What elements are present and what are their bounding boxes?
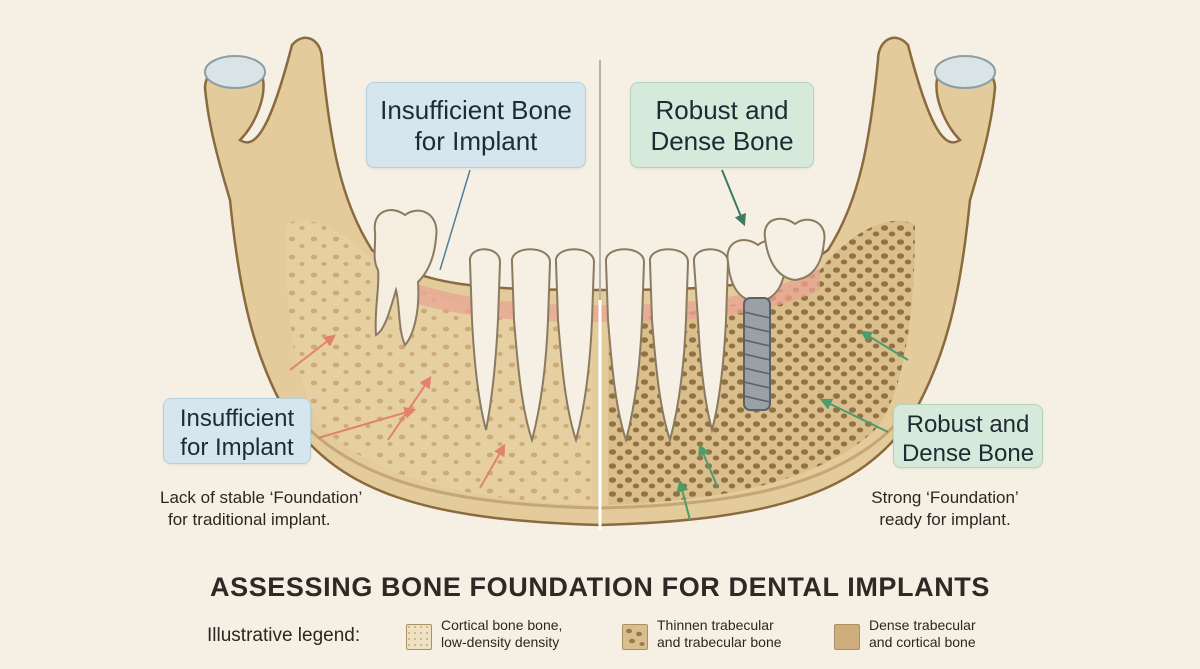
callout-line: Insufficient <box>179 405 295 432</box>
callout-line: Dense Bone <box>650 126 794 157</box>
legend-swatch-dense <box>834 624 860 650</box>
description-line: Lack of stable ‘Foundation’ <box>160 488 363 507</box>
description-line: Strong ‘Foundation’ <box>871 488 1019 507</box>
connector-top-left <box>439 169 471 271</box>
left-condyle <box>204 55 266 89</box>
callout-insufficient-top: Insufficient Bone for Implant <box>366 82 586 168</box>
arrow-top-right <box>721 169 746 227</box>
callout-line: Insufficient Bone <box>380 95 572 125</box>
callout-line: Robust and <box>655 95 789 125</box>
callout-insufficient-left: Insufficient for Implant <box>163 398 311 464</box>
red-arrows <box>289 334 506 489</box>
legend-line: Thinnen trabecular <box>657 617 774 633</box>
legend-swatch-thin-trabecular <box>622 624 648 650</box>
legend-line: Dense trabecular <box>869 617 976 633</box>
legend: Illustrative legend: Cortical bone bone,… <box>0 615 1200 661</box>
swatch-dots <box>407 625 431 649</box>
legend-item-text: Cortical bone bone, low-density density <box>441 617 601 651</box>
swatch-pores <box>623 625 647 649</box>
diagram-title: ASSESSING BONE FOUNDATION FOR DENTAL IMP… <box>209 572 991 602</box>
description-line: for traditional implant. <box>168 510 331 529</box>
callout-line: Robust and <box>906 411 1030 438</box>
front-teeth <box>468 248 730 444</box>
description-left: Lack of stable ‘Foundation’ for traditio… <box>160 487 400 531</box>
callout-line: for Implant <box>414 126 538 157</box>
callout-robust-right: Robust and Dense Bone <box>893 404 1043 468</box>
legend-item-text: Thinnen trabecular and trabecular bone <box>657 617 817 651</box>
legend-line: Cortical bone bone, <box>441 617 563 633</box>
description-right: Strong ‘Foundation’ ready for implant. <box>840 487 1050 531</box>
callout-line: Dense Bone <box>901 439 1035 467</box>
right-condyle <box>934 55 996 89</box>
left-trabecular-region <box>285 220 592 505</box>
legend-line: low-density density <box>441 634 560 650</box>
legend-line: and trabecular bone <box>657 634 782 650</box>
callout-line: for Implant <box>180 433 294 461</box>
legend-label: Illustrative legend: <box>207 625 361 646</box>
implant-crown <box>726 217 826 304</box>
description-line: ready for implant. <box>879 510 1011 529</box>
green-arrows <box>676 330 909 521</box>
legend-line: and cortical bone <box>869 634 976 650</box>
left-molar <box>373 209 438 347</box>
legend-item-text: Dense trabecular and cortical bone <box>869 617 1039 651</box>
implant-screw <box>743 297 771 411</box>
legend-swatch-cortical <box>406 624 432 650</box>
callout-robust-top: Robust and Dense Bone <box>630 82 814 168</box>
